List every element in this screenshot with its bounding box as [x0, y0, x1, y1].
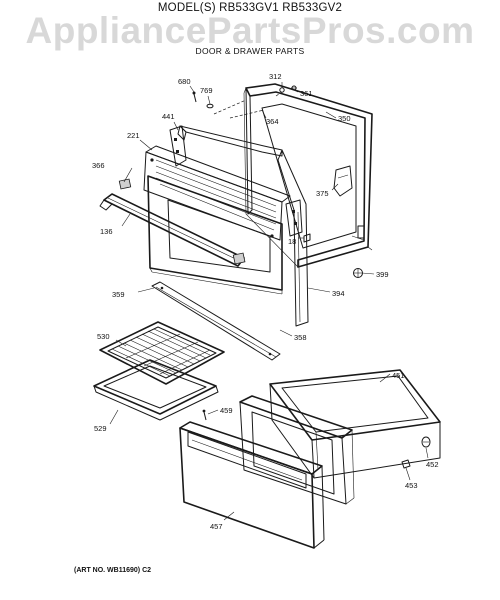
- outer-door-panel-350: [243, 83, 373, 268]
- label-769: 769: [200, 86, 213, 95]
- clip-453: [401, 459, 411, 469]
- alignment-lines: [213, 91, 283, 119]
- section-title: DOOR & DRAWER PARTS: [195, 46, 305, 56]
- broiler-grid-530: [99, 321, 225, 385]
- bumper-399: [353, 268, 363, 278]
- leader-lines: [109, 82, 429, 521]
- screw-459: [202, 409, 207, 421]
- hardware-680: [192, 91, 197, 103]
- label-136: 136: [100, 227, 113, 236]
- broiler-pan-529: [93, 359, 219, 421]
- label-18: 18: [288, 237, 296, 246]
- label-529: 529: [94, 424, 107, 433]
- hardware-18: [303, 233, 311, 243]
- label-312: 312: [269, 72, 282, 81]
- roller-452: [421, 436, 431, 448]
- label-451: 451: [392, 371, 405, 380]
- label-221: 221: [127, 131, 140, 140]
- art-number: (ART NO. WB11690) C2: [74, 567, 152, 574]
- front-door-glass-panel: [147, 175, 283, 295]
- label-453: 453: [405, 481, 418, 490]
- label-530: 530: [97, 332, 110, 341]
- model-title: MODEL(S) RB533GV1 RB533GV2: [157, 2, 343, 14]
- label-359: 359: [112, 290, 125, 299]
- drawer-inner-panel: [239, 395, 355, 505]
- label-366: 366: [92, 161, 105, 170]
- door-frame-394: [169, 125, 309, 327]
- drawer-front-457: [179, 421, 325, 549]
- watermark: AppliancePartsPros.com: [25, 10, 475, 51]
- hardware-312: [279, 87, 285, 93]
- label-358: 358: [294, 333, 307, 342]
- label-364: 364: [266, 117, 279, 126]
- label-361: 361: [300, 89, 313, 98]
- door-handle-136: [99, 178, 246, 267]
- label-452: 452: [426, 460, 439, 469]
- label-457: 457: [210, 522, 223, 531]
- label-680: 680: [178, 77, 191, 86]
- label-459: 459: [220, 406, 233, 415]
- drawer-box-451: [269, 369, 441, 479]
- part-number-labels: 680 769 312 361 441 364 350 221 366 375 …: [92, 72, 439, 531]
- door-bottom-trim-359: [151, 281, 281, 361]
- label-399: 399: [376, 270, 389, 279]
- label-350: 350: [338, 114, 351, 123]
- label-441: 441: [162, 112, 175, 121]
- label-394: 394: [332, 289, 345, 298]
- hardware-769: [206, 103, 214, 109]
- label-375: 375: [316, 189, 329, 198]
